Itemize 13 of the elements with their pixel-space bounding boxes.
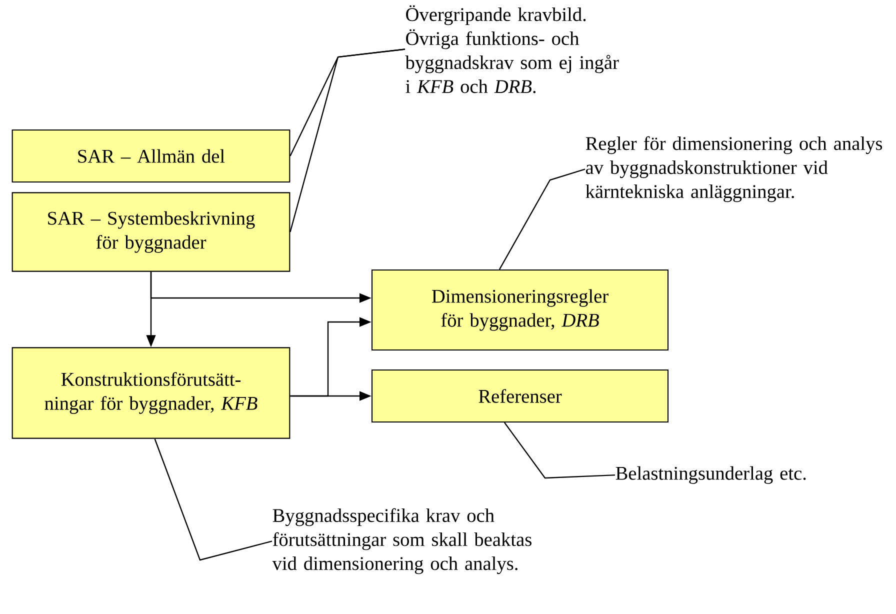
text-box: SAR – Allmän del bbox=[12, 129, 290, 183]
text-box: Dimensioneringsregler för byggnader, DRB bbox=[371, 269, 669, 351]
callout-text: Belastningsunderlag etc. bbox=[616, 466, 806, 484]
leader-line bbox=[498, 168, 586, 270]
text-box: Referenser bbox=[371, 369, 669, 423]
leader-line bbox=[290, 48, 406, 232]
leader-line bbox=[504, 422, 616, 479]
callout-text: Byggnadsspecifika krav och förutsättningar som skall beaktas vid dimensionering och analys. bbox=[272, 508, 532, 574]
callout-text: Regler för dimensionering och analys av byggnadskonstruktioner vid kärntekniska anläggningar. bbox=[586, 136, 882, 202]
callout-text: Övergripande kravbild. Övriga funktions- och byggnadskrav som ej ingår i KFB och DRB. bbox=[405, 5, 619, 94]
leader-line bbox=[154, 438, 272, 561]
text-box: Konstruktionsförutsätt-ningar för byggnader, KFB bbox=[12, 347, 290, 439]
text-box: SAR – Systembeskrivning för byggnader bbox=[12, 192, 290, 272]
